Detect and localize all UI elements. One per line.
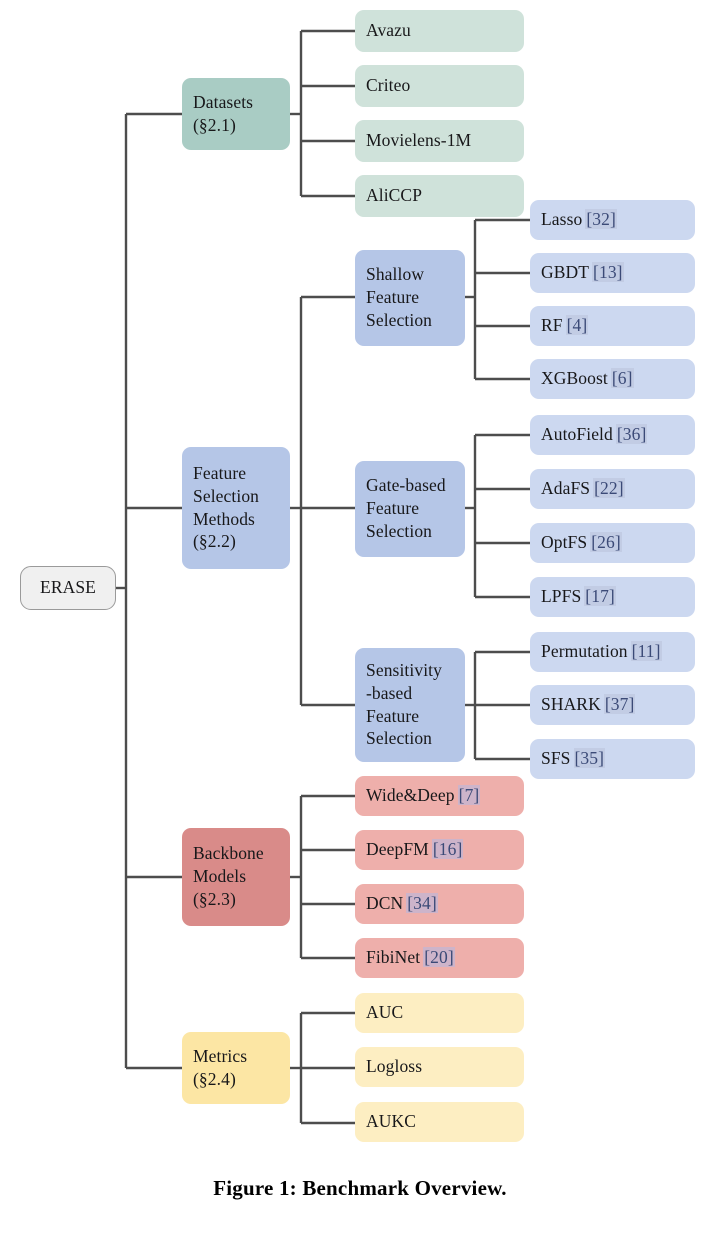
node-metric-logloss-label: Logloss — [366, 1056, 423, 1077]
node-datasets[interactable]: Datasets (§2.1) — [182, 78, 290, 150]
node-method-lpfs-label: LPFS — [541, 586, 582, 607]
node-method-shark[interactable]: SHARK[37] — [530, 685, 695, 725]
node-method-optfs-citation: [26] — [590, 532, 622, 553]
node-metric-auc[interactable]: AUC — [355, 993, 524, 1033]
node-shallow-fs-label-1: Shallow — [366, 264, 425, 285]
node-method-rf-label: RF — [541, 315, 563, 336]
node-datasets-label-1: Datasets — [193, 91, 254, 112]
node-method-sfs[interactable]: SFS[35] — [530, 739, 695, 779]
node-dataset-criteo-label: Criteo — [366, 75, 411, 96]
node-backbone-fibinet[interactable]: FibiNet[20] — [355, 938, 524, 978]
node-backbone-wide-and-deep-label: Wide&Deep — [366, 785, 455, 806]
node-backbone-deepfm[interactable]: DeepFM[16] — [355, 830, 524, 870]
node-root-erase-label: ERASE — [40, 577, 96, 598]
node-feature-selection-methods[interactable]: Feature Selection Methods (§2.2) — [182, 447, 290, 569]
node-dataset-movielens-1m[interactable]: Movielens-1M — [355, 120, 524, 162]
node-fsm-label-3: Methods — [193, 508, 255, 529]
node-fsm-label-2: Selection — [193, 485, 260, 506]
node-method-xgboost-citation: [6] — [610, 368, 634, 389]
node-dataset-avazu[interactable]: Avazu — [355, 10, 524, 52]
node-method-permutation-label: Permutation — [541, 641, 628, 662]
node-sensitivity-fs-label-2: -based — [366, 682, 413, 703]
node-backbone-label-3: (§2.3) — [193, 888, 236, 909]
node-dataset-aliccp-label: AliCCP — [366, 185, 423, 206]
node-sensitivity-fs-label-1: Sensitivity — [366, 660, 442, 680]
node-metrics[interactable]: Metrics (§2.4) — [182, 1032, 290, 1104]
node-backbone-label-1: Backbone — [193, 843, 264, 864]
node-method-permutation[interactable]: Permutation[11] — [530, 632, 695, 672]
node-sensitivity-fs-label-4: Selection — [366, 728, 433, 749]
node-method-sfs-citation: [35] — [573, 748, 606, 769]
node-method-gbdt[interactable]: GBDT[13] — [530, 253, 695, 293]
node-metrics-label-1: Metrics — [193, 1045, 248, 1066]
node-backbone-dcn-label: DCN — [366, 893, 404, 914]
node-gate-based-fs-label-1: Gate-based — [366, 475, 446, 496]
node-method-shark-label: SHARK — [541, 694, 601, 715]
node-datasets-label-2: (§2.1) — [193, 114, 236, 135]
node-sensitivity-based-feature-selection[interactable]: Sensitivity -based Feature Selection — [355, 648, 465, 762]
node-method-sfs-label: SFS — [541, 748, 571, 769]
node-method-rf-citation: [4] — [565, 315, 589, 336]
node-method-adafs[interactable]: AdaFS[22] — [530, 469, 695, 509]
node-backbone-label-2: Models — [193, 866, 247, 887]
node-backbone-dcn[interactable]: DCN[34] — [355, 884, 524, 924]
node-method-optfs-label: OptFS — [541, 532, 588, 553]
node-method-lasso-label: Lasso — [541, 209, 583, 230]
node-shallow-feature-selection[interactable]: Shallow Feature Selection — [355, 250, 465, 346]
node-backbone-fibinet-citation: [20] — [423, 947, 455, 968]
node-backbone-dcn-citation: [34] — [406, 893, 438, 914]
node-method-lpfs[interactable]: LPFS[17] — [530, 577, 695, 617]
node-method-lasso[interactable]: Lasso[32] — [530, 200, 695, 240]
node-method-rf[interactable]: RF[4] — [530, 306, 695, 346]
node-backbone-wide-and-deep-citation: [7] — [457, 785, 481, 806]
node-metric-aukc-label: AUKC — [366, 1111, 416, 1132]
node-shallow-fs-label-3: Selection — [366, 309, 433, 330]
node-backbone-deepfm-citation: [16] — [431, 839, 464, 860]
node-backbone-deepfm-label: DeepFM — [366, 839, 429, 860]
figure-caption: Figure 1: Benchmark Overview. — [213, 1176, 507, 1200]
node-method-adafs-label: AdaFS — [541, 478, 591, 499]
node-method-gbdt-citation: [13] — [592, 262, 624, 283]
node-dataset-avazu-label: Avazu — [366, 20, 411, 41]
node-metrics-label-2: (§2.4) — [193, 1068, 236, 1089]
node-metric-logloss[interactable]: Logloss — [355, 1047, 524, 1087]
node-metric-aukc[interactable]: AUKC — [355, 1102, 524, 1142]
node-method-adafs-citation: [22] — [593, 478, 625, 499]
node-fsm-label-4: (§2.2) — [193, 531, 236, 552]
node-metric-auc-label: AUC — [366, 1002, 404, 1023]
node-backbone-wide-and-deep[interactable]: Wide&Deep[7] — [355, 776, 524, 816]
node-dataset-criteo[interactable]: Criteo — [355, 65, 524, 107]
node-method-autofield-label: AutoField — [541, 424, 613, 445]
node-method-lpfs-citation: [17] — [584, 586, 616, 607]
node-method-lasso-citation: [32] — [585, 209, 617, 230]
node-dataset-aliccp[interactable]: AliCCP — [355, 175, 524, 217]
node-sensitivity-fs-label-3: Feature — [366, 705, 420, 726]
node-method-xgboost[interactable]: XGBoost[6] — [530, 359, 695, 399]
node-method-shark-citation: [37] — [603, 694, 636, 715]
node-gate-based-fs-label-3: Selection — [366, 520, 433, 541]
node-method-xgboost-label: XGBoost — [541, 368, 608, 389]
node-gate-based-fs-label-2: Feature — [366, 498, 420, 519]
node-gate-based-feature-selection[interactable]: Gate-based Feature Selection — [355, 461, 465, 557]
node-method-optfs[interactable]: OptFS[26] — [530, 523, 695, 563]
node-dataset-movielens-1m-label: Movielens-1M — [366, 130, 472, 151]
node-method-autofield-citation: [36] — [615, 424, 648, 445]
node-backbone-fibinet-label: FibiNet — [366, 947, 421, 968]
node-shallow-fs-label-2: Feature — [366, 287, 420, 308]
node-method-permutation-citation: [11] — [630, 641, 662, 662]
node-fsm-label-1: Feature — [193, 463, 247, 483]
node-method-gbdt-label: GBDT — [541, 262, 590, 283]
node-root-erase[interactable]: ERASE — [20, 566, 116, 610]
node-method-autofield[interactable]: AutoField[36] — [530, 415, 695, 455]
node-backbone-models[interactable]: Backbone Models (§2.3) — [182, 828, 290, 926]
